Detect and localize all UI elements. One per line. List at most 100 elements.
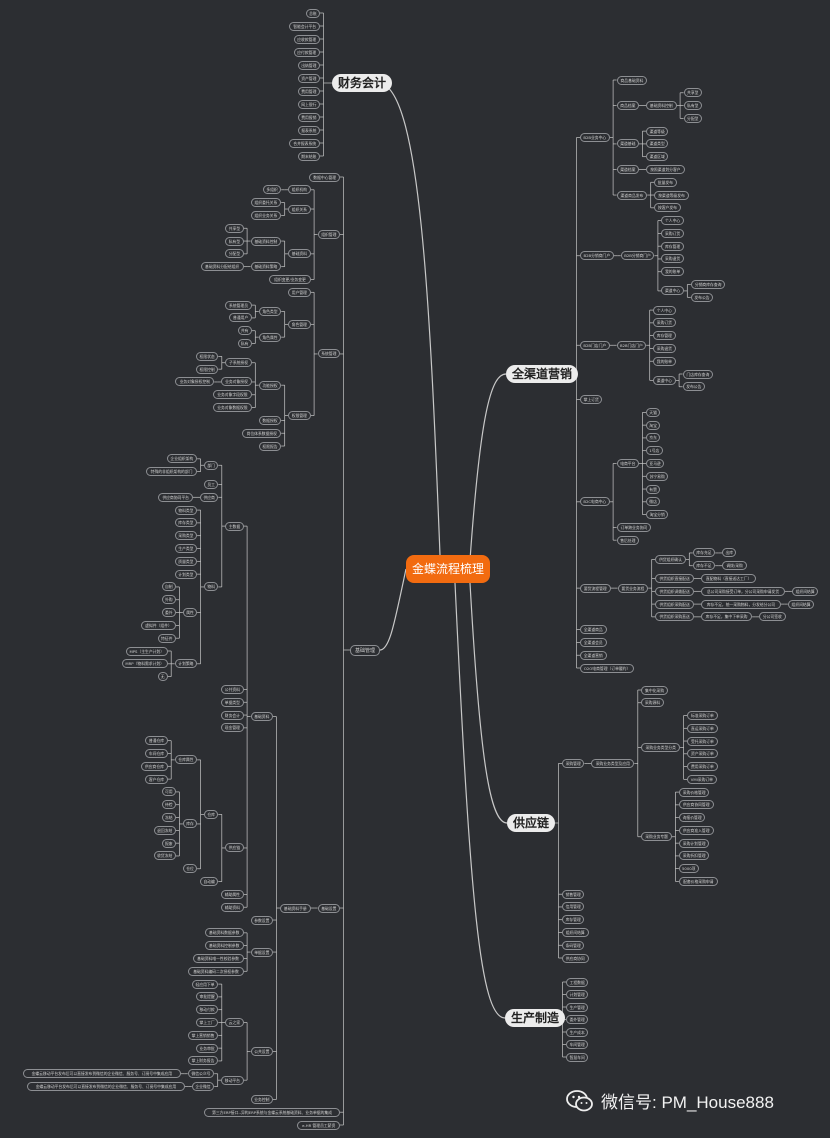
topic-node[interactable]: 采购业务类型及应用 xyxy=(591,758,635,768)
topic-node[interactable]: 基础资料手册 xyxy=(280,903,311,913)
leaf-node[interactable]: 委外管理 xyxy=(566,1015,589,1024)
leaf-node[interactable]: 库存类型 xyxy=(174,518,198,528)
topic-node[interactable]: 功能授权 xyxy=(258,380,282,390)
leaf-node[interactable]: 委外 xyxy=(161,608,176,618)
topic-node[interactable]: 基础资料 xyxy=(288,249,311,259)
leaf-node[interactable]: 采购订货 xyxy=(653,318,676,328)
leaf-node[interactable]: 掌上财务报告 xyxy=(187,1056,219,1066)
branch-omnichannel[interactable]: 全渠道营销 xyxy=(506,365,579,383)
topic-node[interactable]: 库存 xyxy=(182,819,198,829)
leaf-node[interactable]: 费用采购订单 xyxy=(687,762,718,772)
leaf-node[interactable]: 生产类型 xyxy=(174,544,198,553)
leaf-node[interactable]: 采购计划管理 xyxy=(678,838,710,848)
leaf-node[interactable]: 收货冻结 xyxy=(153,851,176,861)
leaf-node[interactable]: 冻结 xyxy=(161,813,176,823)
branch-supply-chain[interactable]: 供应链 xyxy=(507,814,556,832)
topic-node[interactable]: 部门 xyxy=(204,460,219,470)
leaf-node[interactable]: 按渠道等级发布 xyxy=(654,190,689,200)
branch-manufacturing[interactable]: 生产制造 xyxy=(505,1009,566,1027)
leaf-node[interactable]: 待检 xyxy=(161,800,176,810)
leaf-node[interactable]: 普通仓库 xyxy=(145,736,168,746)
leaf-node[interactable]: 条码管理 xyxy=(562,940,585,950)
leaf-node[interactable]: 共享型 xyxy=(683,88,702,98)
leaf-node[interactable]: 资产管理 xyxy=(297,73,320,83)
leaf-node[interactable]: 参数设置 xyxy=(250,915,273,925)
leaf-node[interactable]: 采购折扣管理 xyxy=(678,851,710,861)
topic-node[interactable]: 总公司采购接受订单，分公司采购申请发货 xyxy=(701,586,785,596)
leaf-node[interactable]: 供应商仓库 xyxy=(141,761,168,771)
leaf-node[interactable]: 智能会计平台 xyxy=(289,21,320,31)
leaf-node[interactable]: 掌上工厂 xyxy=(195,1018,219,1027)
leaf-node[interactable]: 应收款管理 xyxy=(293,34,320,44)
topic-node[interactable]: 云之家 xyxy=(225,1018,244,1027)
leaf-node[interactable]: 淘宝分销 xyxy=(646,510,669,520)
leaf-node[interactable]: 移动付款 xyxy=(195,1005,219,1015)
topic-node[interactable]: 计划策略 xyxy=(174,659,198,669)
leaf-node[interactable]: 客户仓库 xyxy=(145,774,168,784)
leaf-node[interactable]: 调拨/采购 xyxy=(722,561,747,571)
topic-node[interactable]: 渠道商品发布 xyxy=(616,190,648,200)
topic-node[interactable]: 基础资料控制 xyxy=(250,236,282,246)
topic-node[interactable]: B2B业务中心 xyxy=(580,133,610,143)
leaf-node[interactable]: 按照渠道划分客户 xyxy=(646,164,685,174)
leaf-node[interactable]: 信用管理 xyxy=(562,902,585,912)
leaf-node[interactable]: 数据中心管理 xyxy=(309,172,340,182)
leaf-node[interactable]: 门店库存查询 xyxy=(682,369,714,379)
leaf-node[interactable]: 仓位 xyxy=(182,864,198,874)
leaf-node[interactable]: 私有型 xyxy=(225,236,244,246)
leaf-node[interactable]: 分公司签收 xyxy=(759,612,786,622)
topic-node[interactable]: 系统管理 xyxy=(317,349,340,359)
leaf-node[interactable]: O2O电商管理（订单履约） xyxy=(580,663,635,673)
leaf-node[interactable]: 销售管理 xyxy=(562,889,585,899)
branch-base-management[interactable]: 基础管理 xyxy=(350,645,381,656)
leaf-node[interactable]: 权限报告 xyxy=(258,441,282,451)
topic-node[interactable]: 企业微信 xyxy=(191,1082,215,1092)
root-node[interactable]: 金蝶流程梳理 xyxy=(406,555,491,583)
leaf-node[interactable]: 苏宁易购 xyxy=(646,471,669,481)
topic-node[interactable]: 库存不足，统一采购物料，分发给分公司 xyxy=(701,599,781,609)
leaf-node[interactable]: 京东 xyxy=(646,433,661,443)
leaf-node[interactable]: 5000项 xyxy=(678,864,699,874)
topic-node[interactable]: 供货组织采购直送 xyxy=(655,612,694,622)
topic-node[interactable]: 移动平台 xyxy=(221,1075,244,1085)
leaf-node[interactable]: 工程数据 xyxy=(566,977,589,987)
topic-node[interactable]: 权限管理 xyxy=(288,411,311,421)
leaf-node[interactable]: 无 xyxy=(157,672,168,682)
topic-node[interactable]: B2C电商中心 xyxy=(580,497,610,507)
leaf-node[interactable]: 采购价格管理 xyxy=(678,787,710,797)
leaf-node[interactable]: 组织间结算 xyxy=(787,599,815,609)
topic-node[interactable]: 组织管理 xyxy=(317,230,340,240)
topic-node[interactable]: 子系统授权 xyxy=(225,358,252,368)
leaf-node[interactable]: 标准采购订单 xyxy=(687,711,718,721)
topic-node[interactable]: 供货组织直接配送 xyxy=(655,574,694,584)
leaf-node[interactable]: 供应商协同管理 xyxy=(678,800,714,810)
leaf-node[interactable]: 权限控制 xyxy=(195,364,219,374)
leaf-node[interactable]: 掌上订货 xyxy=(580,395,603,405)
leaf-node[interactable]: 天猫 xyxy=(646,407,661,417)
leaf-node[interactable]: 退回冻结 xyxy=(153,825,176,835)
leaf-node[interactable]: 渠道等级 xyxy=(646,126,669,136)
leaf-node[interactable]: 亚马逊 xyxy=(646,458,665,468)
topic-node[interactable]: 采购管理 xyxy=(562,758,585,768)
leaf-node[interactable]: 业务审批 xyxy=(195,1043,219,1053)
leaf-node[interactable]: e-HR 管理员工薪资 xyxy=(297,1120,340,1130)
leaf-node[interactable]: 业务对象字段权限 xyxy=(213,390,252,400)
leaf-node[interactable]: 出库 xyxy=(722,548,737,558)
topic-node[interactable]: 属性 xyxy=(182,608,198,618)
leaf-node[interactable]: 共享型 xyxy=(225,223,244,233)
leaf-node[interactable]: 费用管理 xyxy=(297,86,320,96)
leaf-node[interactable]: 受托采购订单 xyxy=(687,736,718,746)
leaf-node[interactable]: 直配物料（直接送达工厂） xyxy=(701,574,757,584)
leaf-node[interactable]: 发布公告 xyxy=(682,382,705,392)
leaf-node[interactable]: 供应商协同平台 xyxy=(158,492,193,502)
topic-node[interactable]: 渠道基础 xyxy=(616,139,639,149)
leaf-node[interactable]: 网上银行 xyxy=(297,99,320,109)
leaf-node[interactable]: 应付款管理 xyxy=(293,47,320,57)
leaf-node[interactable]: 辅助资料 xyxy=(221,902,244,912)
leaf-node[interactable]: 分配型 xyxy=(683,113,702,123)
leaf-node[interactable]: 企业组织架构 xyxy=(166,454,198,464)
leaf-node[interactable]: 私有型 xyxy=(683,101,702,111)
topic-node[interactable]: 要货业务流程 xyxy=(617,583,649,593)
topic-node[interactable]: B2B门店门户 xyxy=(616,340,647,350)
leaf-node[interactable]: 单据类型 xyxy=(221,697,244,707)
